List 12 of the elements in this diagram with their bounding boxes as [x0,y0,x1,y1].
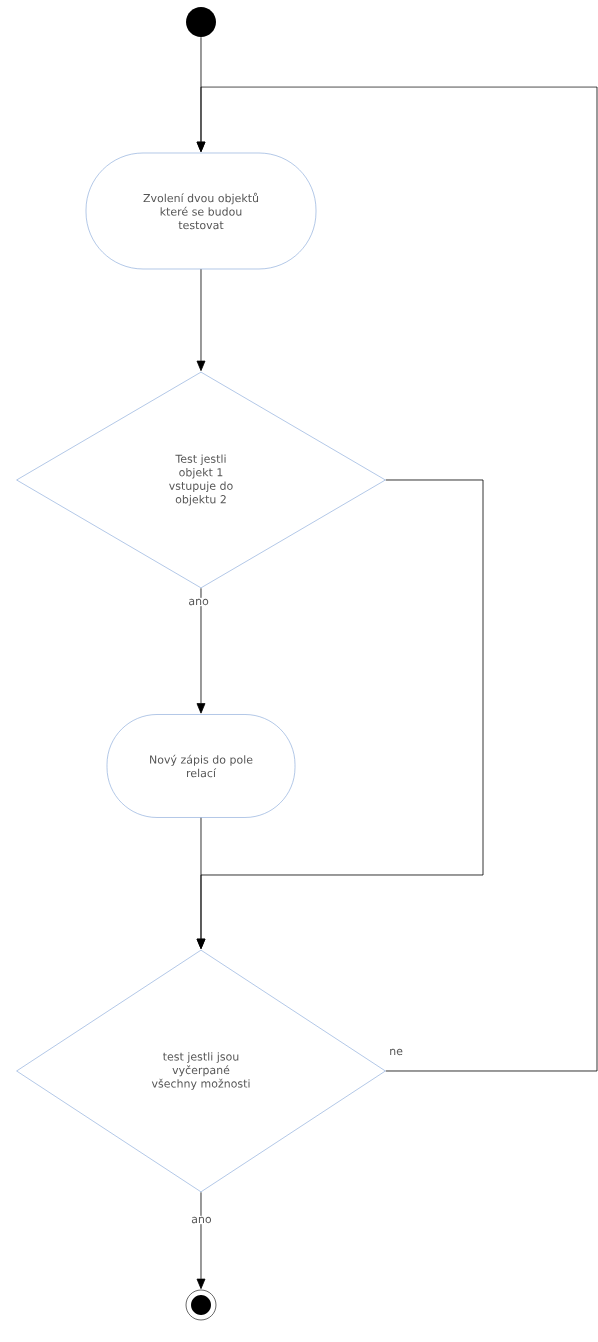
arrow [196,587,206,714]
arrow [196,479,484,950]
arrow [196,268,206,372]
edge-label: ano [190,1215,213,1225]
activity-box: Zvolení dvou objektů které se budou testovat [85,152,317,270]
start-circle [186,7,216,37]
arrow [196,1191,206,1290]
edge-label: ne [388,1047,404,1057]
end-circle [185,1289,217,1321]
arrow [196,86,598,1072]
edge-label: ano [187,597,210,607]
activity-box: Nový zápis do pole relací [106,714,296,818]
